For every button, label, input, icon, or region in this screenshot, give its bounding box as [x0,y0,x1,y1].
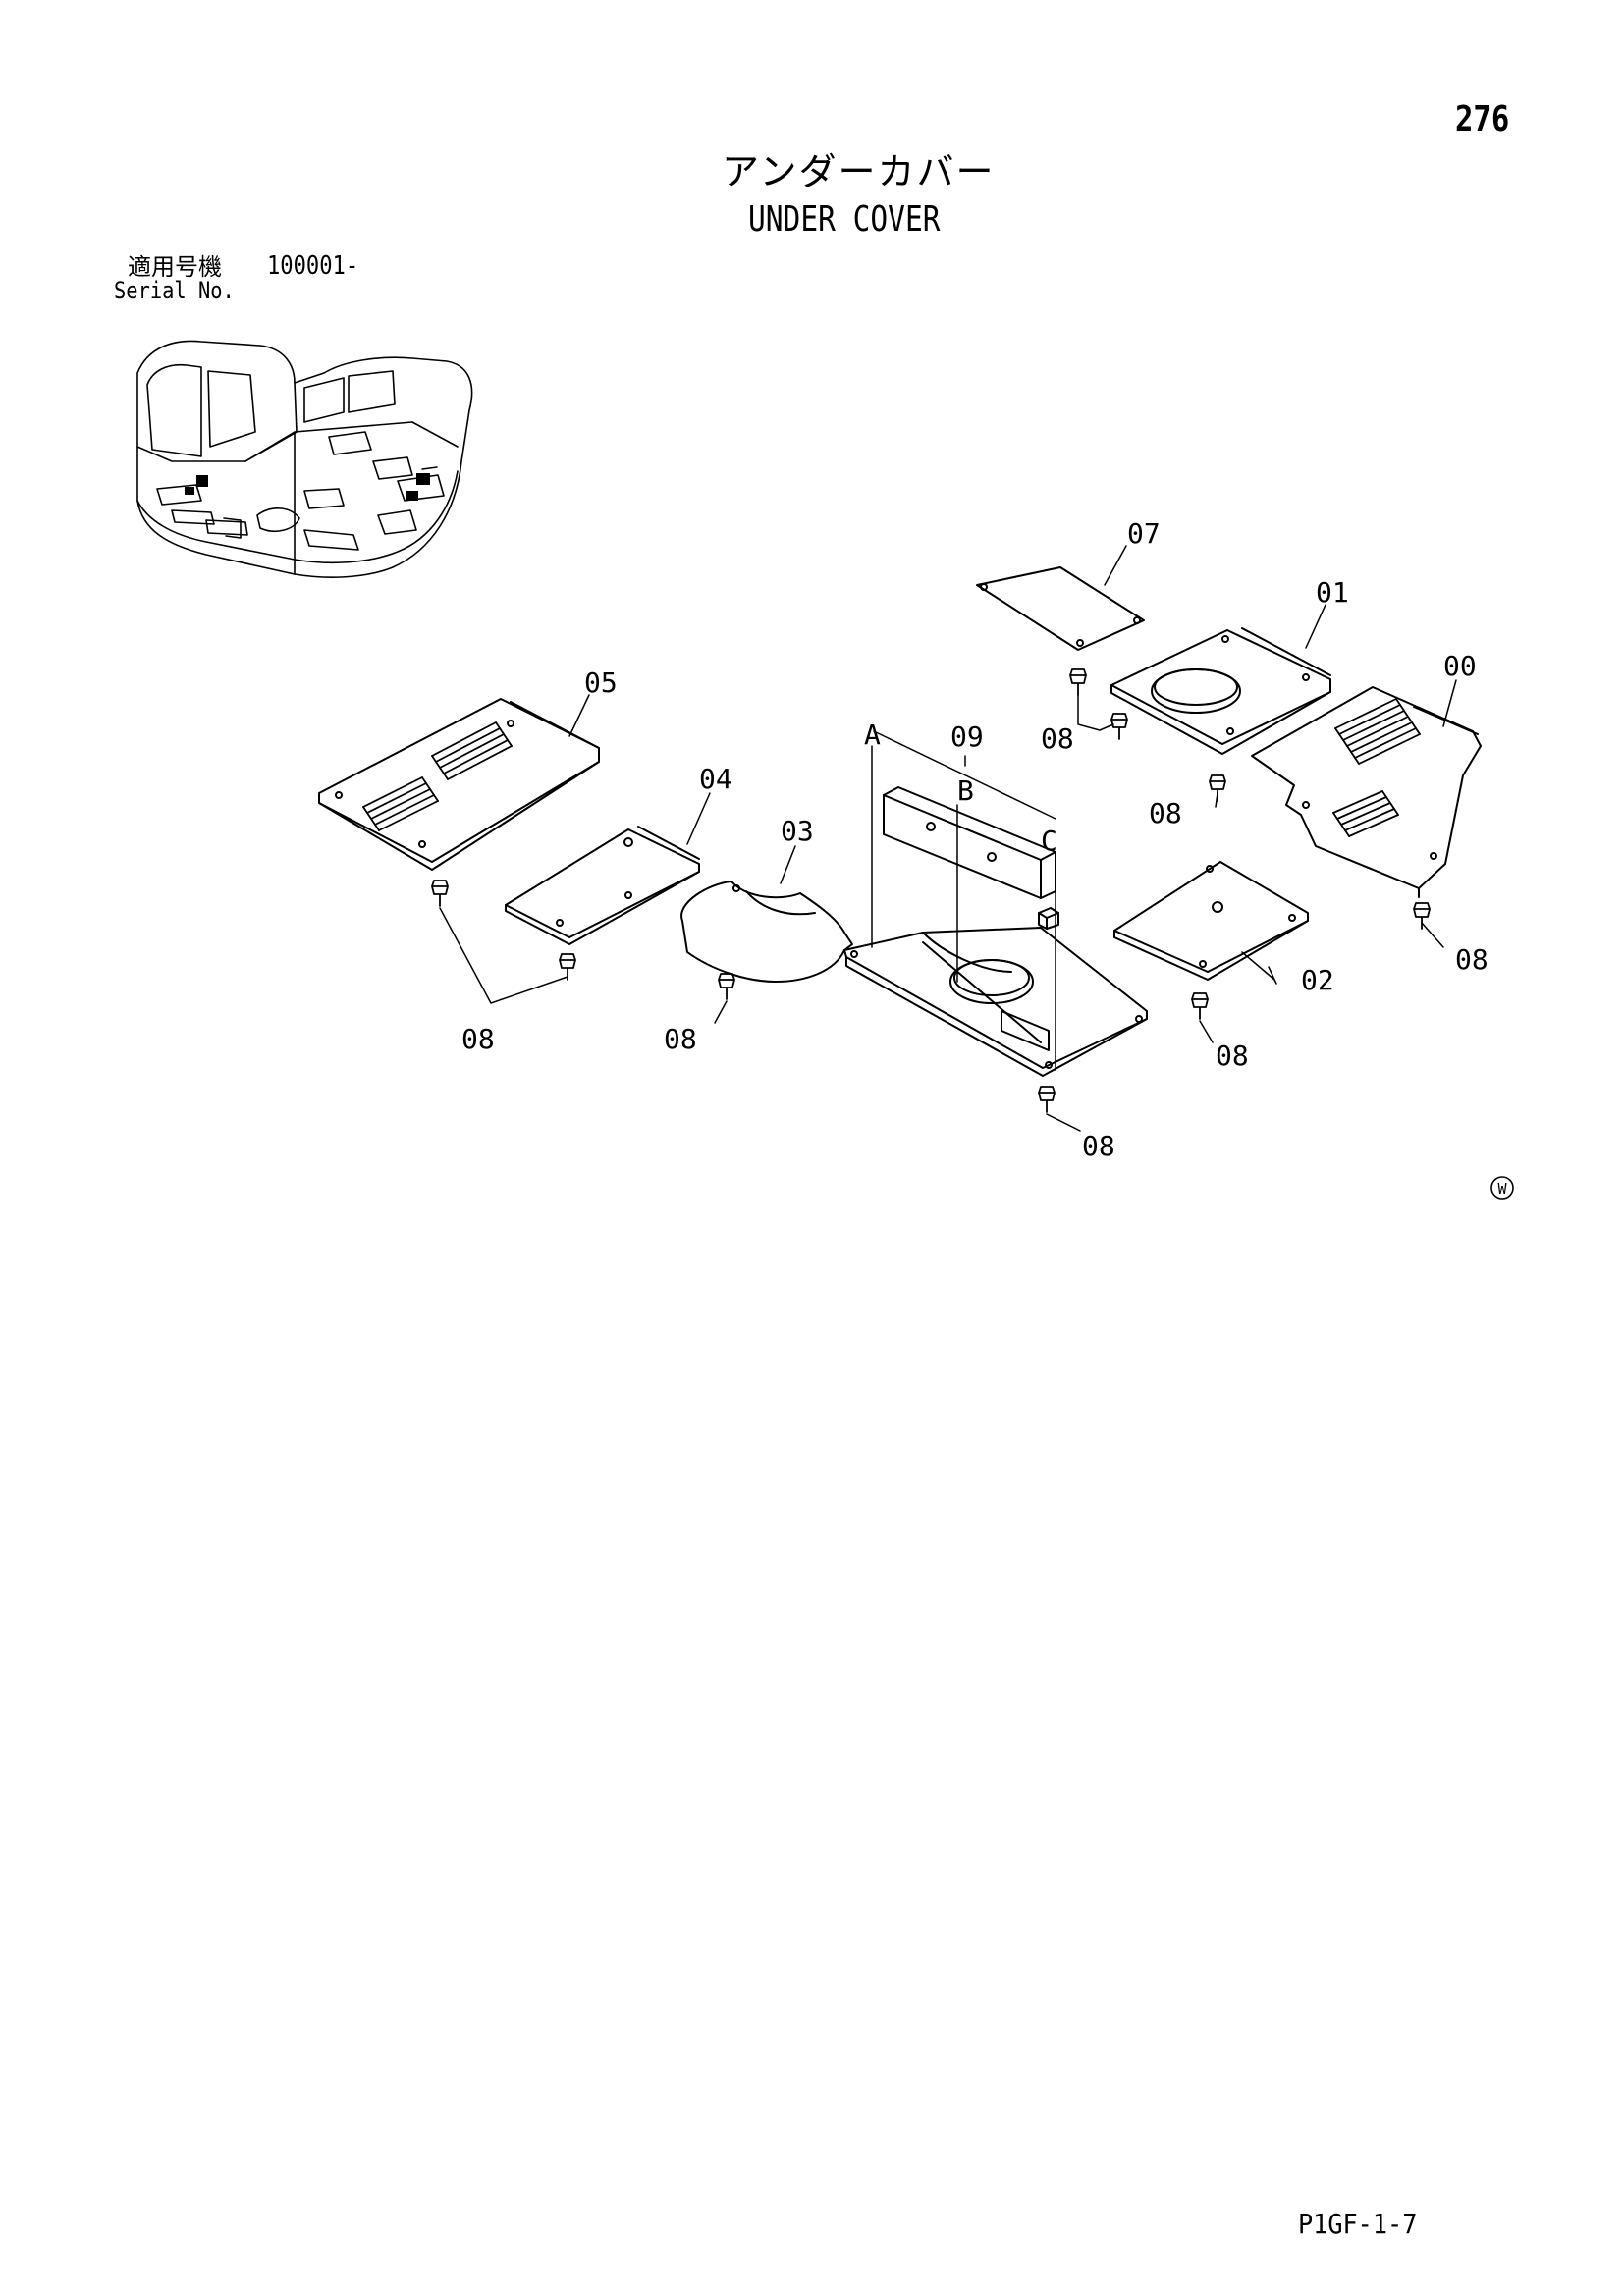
page-title-english: UNDER COVER [748,199,941,240]
part-c-block [1038,907,1059,930]
bolt [559,953,576,981]
bolt [718,973,735,1000]
part-04-cover [505,826,700,945]
serial-label-english: Serial No. [114,277,235,304]
bolt [1413,902,1431,930]
callout-07: 07 [1127,517,1161,550]
callout-08: 08 [1082,1130,1115,1162]
bolt [1110,713,1128,740]
callout-05: 05 [584,667,618,699]
callout-08: 08 [1041,722,1074,755]
part-03-cover [680,881,853,983]
part-02-cover [1113,861,1309,981]
callout-08: 08 [1455,943,1489,976]
w-watermark-symbol: W [1490,1176,1514,1200]
main-floor-plate [843,927,1148,1077]
part-00-cover [1251,686,1482,898]
footer-drawing-code: P1GF-1-7 [1298,2208,1418,2240]
callout-02: 02 [1301,964,1334,996]
callout-03: 03 [781,815,814,847]
serial-label-japanese: 適用号機 [128,253,222,281]
bolt [1038,1086,1056,1113]
page-title-japanese: アンダーカバー [722,150,996,193]
part-05-cover [318,698,600,871]
callout-b: B [957,774,974,807]
louvre-vents [1332,698,1421,837]
callout-09: 09 [950,721,984,753]
callout-08: 08 [1149,797,1182,829]
page-number: 276 [1455,99,1510,139]
callout-00: 00 [1443,650,1477,682]
watermark-letter: W [1497,1180,1507,1198]
bolt [1069,668,1087,696]
leader-lines [439,545,1457,1132]
callout-08: 08 [1216,1040,1249,1072]
part-07-plate [976,566,1145,651]
serial-number-value: 100001- [267,251,359,281]
part-09-bracket-lower [1001,1010,1050,1051]
callout-08: 08 [461,1023,495,1055]
machine-overview-illustration [136,340,473,578]
part-01-cover [1110,627,1331,755]
callout-04: 04 [699,763,732,795]
bolt [1191,992,1209,1020]
bolts-08 [431,668,1431,1113]
callout-c: C [1041,825,1057,857]
louvre-vents [362,721,513,831]
bolt [431,880,449,907]
callout-08: 08 [664,1023,697,1055]
callout-a: A [864,719,881,751]
callout-01: 01 [1316,576,1349,609]
